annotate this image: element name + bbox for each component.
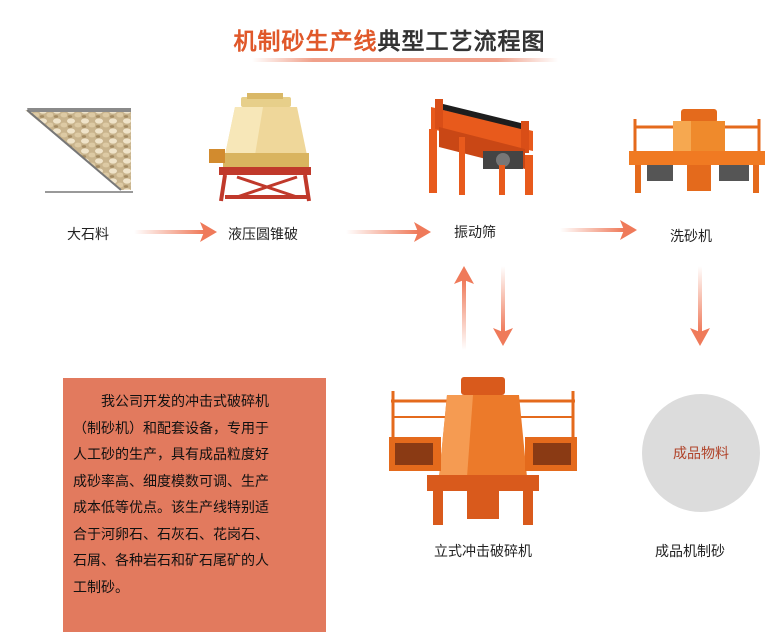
label-cone-crusher: 液压圆锥破	[228, 227, 298, 243]
label-vibrating-screen: 振动筛	[454, 225, 496, 241]
product-circle: 成品物料	[642, 394, 760, 512]
description-line: 成本低等优点。该生产线特别适	[73, 500, 269, 516]
description-line: 成砂率高、细度模数可调、生产	[73, 473, 269, 490]
impact-crusher-image	[389, 377, 577, 525]
title-underline	[252, 58, 558, 62]
arrow-washer-to-product	[690, 266, 710, 346]
description-box: 我公司开发的冲击式破碎机 （制砂机）和配套设备，专用于 人工砂的生产，具有成品粒…	[63, 378, 326, 632]
label-raw-stone: 大石料	[67, 227, 109, 243]
description-line: （制砂机）和配套设备，专用于	[73, 420, 269, 437]
diagram-title: 机制砂生产线典型工艺流程图	[0, 22, 779, 56]
label-sand-washer: 洗砂机	[670, 229, 712, 245]
description-line: 合于河卵石、石灰石、花岗石、	[73, 526, 269, 543]
description-line: 人工砂的生产，具有成品粒度好	[73, 447, 269, 463]
label-impact-crusher: 立式冲击破碎机	[434, 544, 532, 560]
sand-washer-image	[629, 109, 765, 193]
title-rest: 典型工艺流程图	[377, 28, 546, 55]
cone-crusher-image	[209, 93, 311, 202]
description-line: 石屑、各种岩石和矿石尾矿的人	[73, 553, 269, 569]
raw-stone-image	[25, 108, 133, 193]
description-line: 我公司开发的冲击式破碎机	[73, 394, 269, 410]
vibrating-screen-image	[429, 99, 533, 195]
title-highlight: 机制砂生产线	[233, 28, 378, 55]
label-finished-sand: 成品机制砂	[655, 544, 725, 560]
description-line: 工制砂。	[73, 579, 129, 596]
arrow-screen-to-washer	[560, 220, 637, 240]
arrow-screen-to-crusher	[493, 266, 513, 346]
arrow-raw-to-cone	[134, 222, 217, 242]
arrow-cone-to-screen	[346, 222, 431, 242]
product-circle-label: 成品物料	[673, 446, 729, 462]
arrow-crusher-to-screen	[454, 266, 474, 350]
